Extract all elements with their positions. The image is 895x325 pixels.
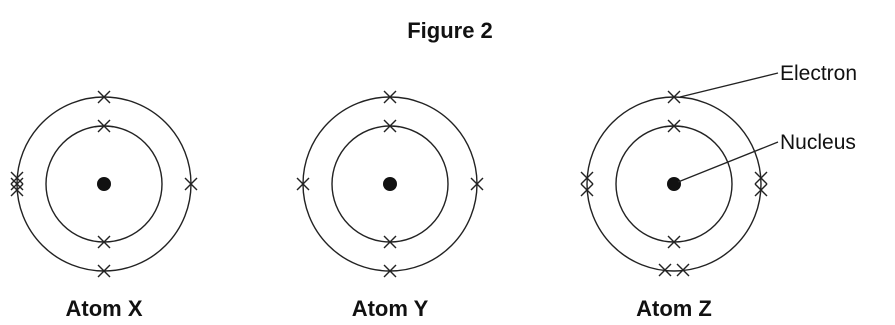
atom-z-nucleus: [667, 177, 681, 191]
nucleus-callout-label: Nucleus: [780, 131, 856, 154]
atom-y-inner-electron: [383, 119, 397, 133]
nucleus-leader-line: [677, 141, 779, 183]
atom-x-outer-electron: [184, 177, 198, 191]
atom-z-inner-electron: [667, 119, 681, 133]
atom-x-label: Atom X: [66, 296, 143, 321]
atom-x-inner-electron: [97, 119, 111, 133]
atom-x: [10, 90, 198, 278]
atom-x-outer-electron: [10, 183, 24, 197]
atom-x-outer-electron: [10, 171, 24, 185]
atom-y-outer-electron: [383, 90, 397, 104]
atom-x-inner-electron: [97, 235, 111, 249]
atom-z-outer-electron: [754, 171, 768, 185]
atom-z-label: Atom Z: [636, 296, 712, 321]
atom-y-label: Atom Y: [352, 296, 429, 321]
atom-x-outer-electron: [97, 264, 111, 278]
atom-z-outer-electron: [658, 263, 672, 277]
atom-z: [580, 90, 768, 277]
electron-leader-line: [679, 72, 779, 98]
atom-y-outer-electron: [383, 264, 397, 278]
figure-title: Figure 2: [407, 18, 493, 43]
atom-y-inner-electron: [383, 235, 397, 249]
atom-y-outer-electron: [470, 177, 484, 191]
atom-y: [296, 90, 484, 278]
atom-x-outer-electron: [10, 177, 24, 191]
electron-callout-label: Electron: [780, 62, 857, 85]
atom-x-outer-electron: [97, 90, 111, 104]
atom-z-inner-electron: [667, 235, 681, 249]
atom-y-nucleus: [383, 177, 397, 191]
atom-z-outer-electron: [580, 183, 594, 197]
atom-z-outer-electron: [667, 90, 681, 104]
atom-x-nucleus: [97, 177, 111, 191]
atom-z-outer-electron: [580, 171, 594, 185]
atom-z-outer-electron: [676, 263, 690, 277]
atom-y-outer-electron: [296, 177, 310, 191]
atom-z-outer-electron: [754, 183, 768, 197]
